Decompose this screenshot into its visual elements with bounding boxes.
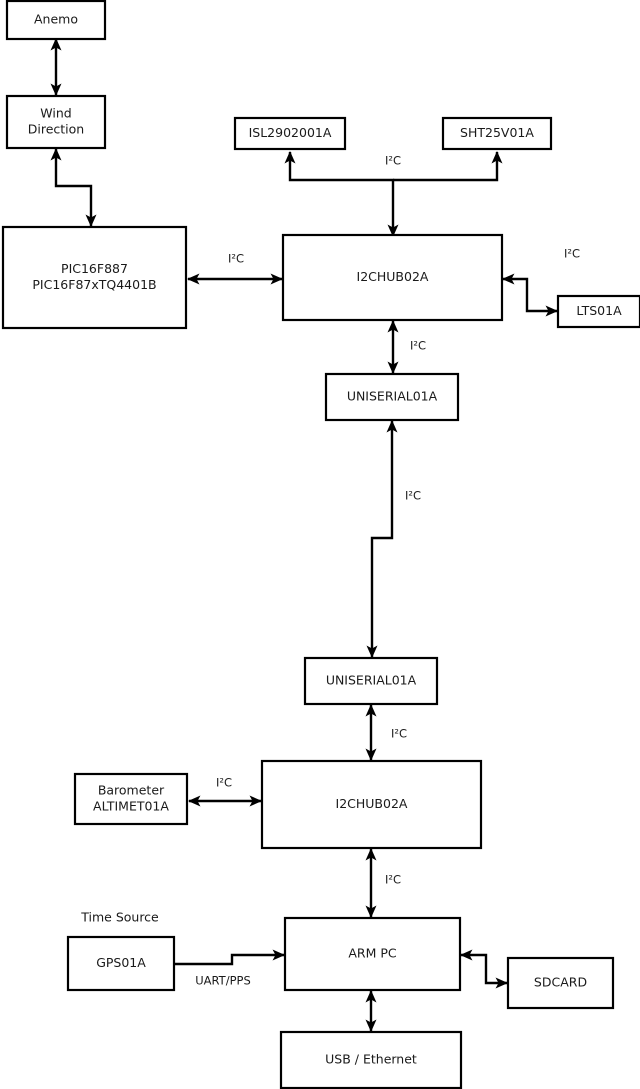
edges-layer: I²C I²C I²C I²C I²C I²C I²C I²C UART/PPS (50, 38, 580, 1032)
edge-barometer-hubbottom: I²C (188, 776, 262, 807)
edge-label-hubbottom-armpc: I²C (385, 873, 401, 887)
edge-hub-sht-branch (393, 151, 503, 182)
edge-label-uniserial2-hubbottom: I²C (391, 727, 407, 741)
node-gps[interactable]: GPS01A (66, 935, 176, 992)
edge-hub-uniserial1: I²C (387, 320, 426, 374)
edge-label-barometer-hubbottom: I²C (216, 776, 232, 790)
edge-wind-pic (50, 148, 97, 227)
node-hub_bottom[interactable]: I2CHUB02A (260, 759, 483, 850)
edge-line-wind-pic (50, 148, 97, 227)
edge-gps-armpc: UART/PPS (175, 949, 285, 988)
node-label-wind_dir: Wind (40, 106, 71, 121)
edge-label-hub-uniserial1: I²C (410, 339, 426, 353)
edge-label-hub-lts: I²C (564, 247, 580, 261)
node-label-uniserial_2: UNISERIAL01A (326, 673, 417, 688)
node-box-lts[interactable] (556, 294, 640, 329)
node-label-anemo: Anemo (34, 12, 78, 27)
node-sht[interactable]: SHT25V01A (441, 116, 553, 151)
node-box-arm_pc[interactable] (283, 916, 462, 992)
node-box-sht[interactable] (441, 116, 553, 151)
node-label-uniserial_1: UNISERIAL01A (347, 389, 438, 404)
node-label-pic: PIC16F887 (61, 261, 128, 276)
node-label-hub_bottom: I2CHUB02A (336, 796, 408, 811)
node-label-isl: ISL2902001A (249, 125, 332, 140)
node-box-sdcard[interactable] (506, 956, 615, 1010)
node-label-usb_eth: USB / Ethernet (325, 1052, 417, 1067)
node-lts[interactable]: LTS01A (556, 294, 640, 329)
node-uniserial_1[interactable]: UNISERIAL01A (324, 372, 460, 422)
edge-label-gps-armpc: UART/PPS (195, 974, 251, 988)
node-hub_top[interactable]: I2CHUB02A (281, 233, 504, 322)
edge-label-pic-hub: I²C (228, 252, 244, 266)
edge-line-hub-sht-branch (393, 151, 503, 182)
node-box-hub_top[interactable] (281, 233, 504, 322)
node-box-usb_eth[interactable] (279, 1030, 463, 1089)
node-arm_pc[interactable]: ARM PC (283, 916, 462, 992)
node-isl[interactable]: ISL2902001A (233, 116, 347, 151)
node-box-isl[interactable] (233, 116, 347, 151)
edge-line-hub-sensors-bus (284, 151, 399, 237)
node-label-barometer: Barometer (98, 783, 165, 798)
node-label-barometer: ALTIMET01A (93, 799, 169, 814)
node-box-anemo[interactable] (5, 0, 107, 41)
node-box-barometer[interactable] (73, 772, 189, 826)
node-label-gps: GPS01A (96, 955, 146, 970)
edge-pic-hub: I²C (187, 252, 283, 285)
node-label-lts: LTS01A (576, 303, 622, 318)
edge-line-gps-armpc (175, 949, 285, 966)
node-sdcard[interactable]: SDCARD (506, 956, 615, 1010)
edge-line-armpc-sdcard (460, 949, 508, 989)
node-label-arm_pc: ARM PC (348, 946, 397, 961)
node-box-uniserial_2[interactable] (303, 656, 439, 706)
edge-line-hub-lts (502, 273, 558, 317)
node-label-sdcard: SDCARD (534, 975, 587, 990)
node-box-wind_dir[interactable] (5, 94, 107, 150)
node-label-hub_top: I2CHUB02A (357, 269, 429, 284)
free-label-time_source: Time Source (80, 910, 159, 925)
edge-hub-sensors-bus: I²C (284, 151, 401, 237)
node-box-gps[interactable] (66, 935, 176, 992)
node-box-pic[interactable] (1, 225, 188, 330)
node-anemo[interactable]: Anemo (5, 0, 107, 41)
node-box-hub_bottom[interactable] (260, 759, 483, 850)
edge-label-hub-sensors-bus: I²C (385, 154, 401, 168)
edge-label-uniserial1-uniserial2: I²C (405, 489, 421, 503)
edge-armpc-sdcard (460, 949, 508, 989)
free-labels-layer: Time Source (80, 910, 159, 925)
node-uniserial_2[interactable]: UNISERIAL01A (303, 656, 439, 706)
edge-line-uniserial1-uniserial2 (366, 420, 398, 658)
edge-uniserial1-uniserial2: I²C (366, 420, 421, 658)
edge-hubbottom-armpc: I²C (365, 848, 401, 918)
node-label-wind_dir: Direction (28, 122, 84, 137)
node-label-pic: PIC16F87xTQ4401B (32, 277, 156, 292)
node-label-sht: SHT25V01A (460, 125, 534, 140)
node-box-uniserial_1[interactable] (324, 372, 460, 422)
edge-uniserial2-hubbottom: I²C (365, 704, 407, 761)
node-usb_eth[interactable]: USB / Ethernet (279, 1030, 463, 1089)
edge-hub-lts: I²C (502, 247, 580, 317)
